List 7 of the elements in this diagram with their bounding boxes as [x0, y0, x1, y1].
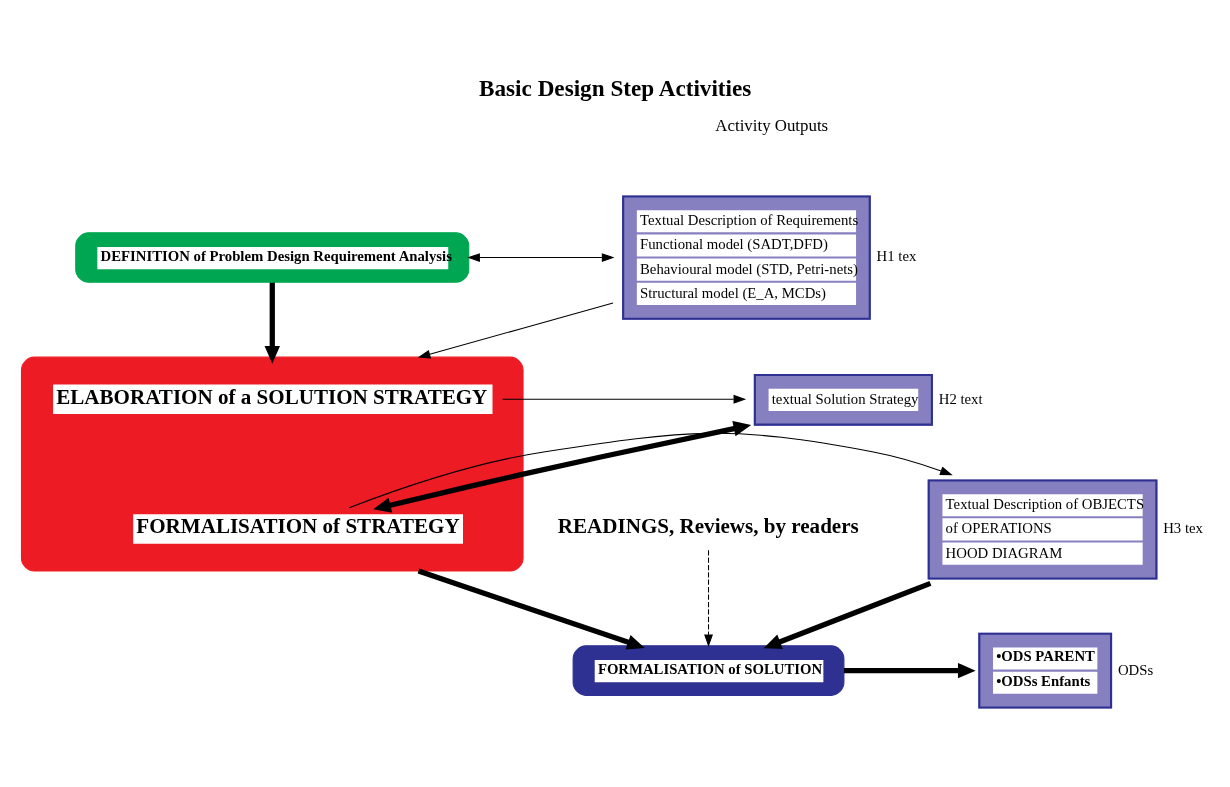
node-label: H1 tex	[876, 248, 917, 265]
node-label: H2 text	[938, 390, 983, 407]
diagram-title: Basic Design Step Activities	[479, 74, 752, 101]
node-label: H3 tex	[1163, 520, 1203, 537]
node-label: ODSs	[1117, 661, 1154, 678]
label: Activity Outputs	[715, 115, 829, 135]
node-text: READINGS, Reviews, by readers	[557, 514, 859, 539]
